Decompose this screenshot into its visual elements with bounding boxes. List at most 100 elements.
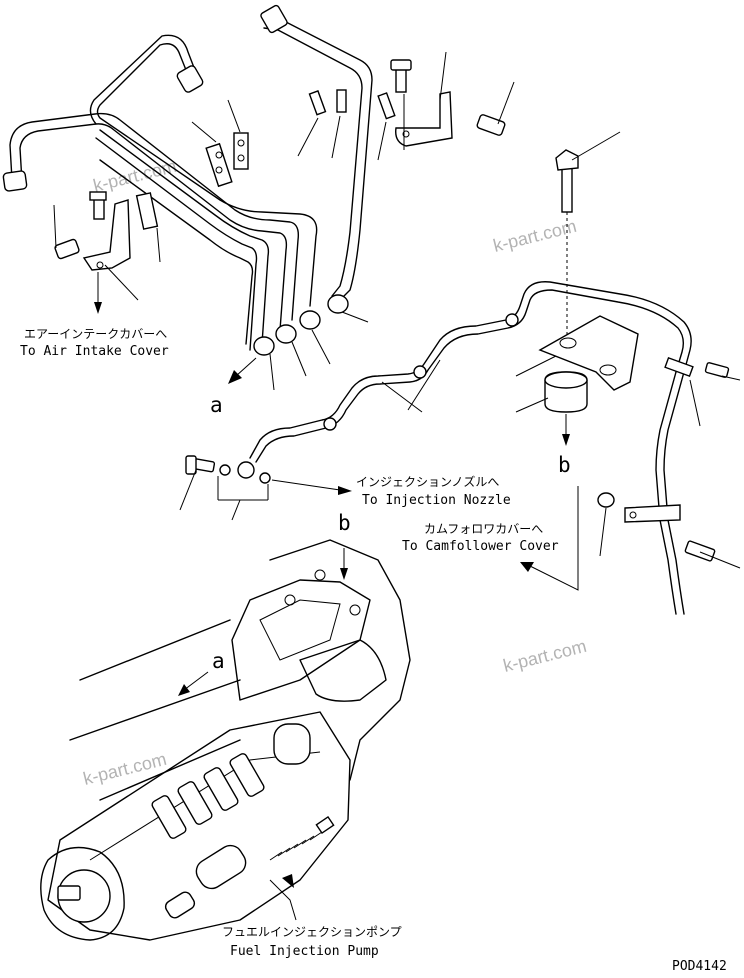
leak-tube-down — [663, 371, 685, 615]
watermark-2: k-part.com — [491, 216, 578, 256]
label-nozzle-jp: インジェクションノズルへ — [356, 474, 499, 489]
mount-bracket-hole-2 — [599, 364, 617, 376]
cover-hole-1 — [314, 569, 326, 581]
mount-bracket — [538, 315, 639, 391]
clamp-1-hole-a — [215, 151, 223, 159]
tube-3-inner — [95, 137, 258, 351]
adjust-nut — [315, 815, 335, 835]
arrow-a-pump-head — [178, 684, 190, 696]
clamp-1 — [205, 142, 233, 188]
reference-letters: a a b b — [210, 393, 571, 673]
pump-drive-shaft — [57, 885, 81, 901]
label-air-intake-en: To Air Intake Cover — [20, 344, 169, 359]
mounting-boss — [299, 639, 387, 702]
clamp-2-hole-b — [237, 154, 245, 162]
camfollower-arrow — [520, 486, 579, 591]
bracket-l-hole — [96, 261, 104, 269]
pump-arrow-head — [282, 874, 294, 888]
nozzle-joint — [185, 455, 352, 501]
arrow-b-head — [562, 434, 570, 446]
solenoid — [164, 891, 196, 919]
clip-1 — [308, 90, 327, 116]
arrow-a-top-head — [228, 370, 242, 384]
support-bracket — [395, 91, 453, 147]
tube-5 — [99, 159, 254, 345]
leak-off-tube — [237, 281, 694, 615]
tube-support-bracket — [390, 59, 506, 147]
block-line-2 — [69, 679, 241, 741]
arrow-a-pump-line — [183, 671, 209, 691]
callout-labels: エアーインテークカバーへ To Air Intake Cover インジェクショ… — [20, 327, 559, 959]
label-nozzle-en: To Injection Nozzle — [362, 493, 511, 508]
fitting-4 — [327, 294, 349, 314]
cover-hole-2 — [284, 594, 296, 606]
support-nut — [476, 114, 506, 136]
support-bracket-hole — [402, 130, 410, 138]
block-line-1 — [79, 619, 231, 681]
bracket-bolt-head — [89, 191, 107, 201]
clamp-1-hole-b — [215, 166, 223, 174]
bracket-l — [82, 199, 131, 271]
pump-end-flange — [40, 846, 125, 941]
nut-top-right — [260, 4, 288, 34]
delivery-valve-3 — [203, 767, 239, 811]
clip-bolt-right — [704, 362, 730, 378]
label-pump-jp: フュエルインジェクションポンプ — [222, 925, 402, 939]
leader-lines — [53, 51, 741, 569]
leak-tube-down-inner — [655, 371, 677, 615]
tube-1 — [9, 112, 300, 321]
arrow-a-top-line — [235, 357, 257, 377]
clamp-2 — [233, 132, 249, 170]
clip-3 — [377, 92, 396, 120]
delivery-valve-1 — [151, 795, 187, 839]
pump-cap — [273, 723, 311, 765]
clamp-3 — [135, 192, 159, 230]
label-camfollower-jp: カムフォロワカバーへ — [424, 522, 543, 536]
tube-3 — [99, 129, 270, 345]
engine-cover-edge — [269, 539, 411, 781]
support-bolt-head — [390, 59, 412, 71]
injection-tube-bundle — [9, 19, 373, 351]
ref-a-pump: a — [212, 649, 225, 673]
watermark-4: k-part.com — [81, 749, 168, 789]
mount-bolt-head — [555, 149, 579, 171]
label-pump-en: Fuel Injection Pump — [230, 944, 379, 959]
tube-1-inner — [19, 123, 288, 331]
watermarks: k-part.com k-part.com k-part.com k-part.… — [81, 156, 588, 789]
eyebolt-head — [185, 455, 197, 475]
banjo-left — [237, 461, 255, 479]
arrow-a-top — [228, 357, 257, 384]
fitting-3 — [299, 310, 321, 330]
leak-tube-upper — [249, 281, 692, 459]
camfollower-arrow-head — [520, 562, 534, 572]
label-air-intake-jp: エアーインテークカバーへ — [24, 327, 167, 341]
joint-1 — [323, 417, 337, 431]
tube-2-outer — [89, 34, 199, 125]
ref-b-pump: b — [338, 511, 351, 535]
adjust-spring — [269, 831, 323, 861]
fuel-injection-pump — [40, 539, 411, 941]
clip-2 — [336, 89, 347, 113]
joint-2 — [413, 365, 427, 379]
tube-2 — [96, 43, 318, 307]
joint-3 — [505, 313, 519, 327]
nut-stud — [54, 238, 80, 260]
nut-top — [176, 65, 204, 93]
drawing-code: POD4142 — [672, 959, 727, 974]
tube-4 — [271, 19, 373, 301]
ref-b-right: b — [558, 453, 571, 477]
delivery-valve-4 — [229, 753, 265, 797]
pump-arrow-line — [269, 879, 297, 921]
gasket-1 — [219, 464, 231, 476]
air-intake-bracket — [54, 191, 131, 314]
ref-a-top: a — [210, 393, 223, 417]
camfollower-arrow-line — [529, 486, 579, 591]
arrow-b-pump-head — [340, 568, 348, 580]
tube-4-inner — [263, 27, 363, 297]
governor-cylinder — [195, 844, 247, 890]
arrow-air-intake-head — [94, 302, 102, 314]
block-line-3 — [99, 739, 241, 801]
lower-clip — [624, 504, 681, 523]
delivery-valve-2 — [177, 781, 213, 825]
